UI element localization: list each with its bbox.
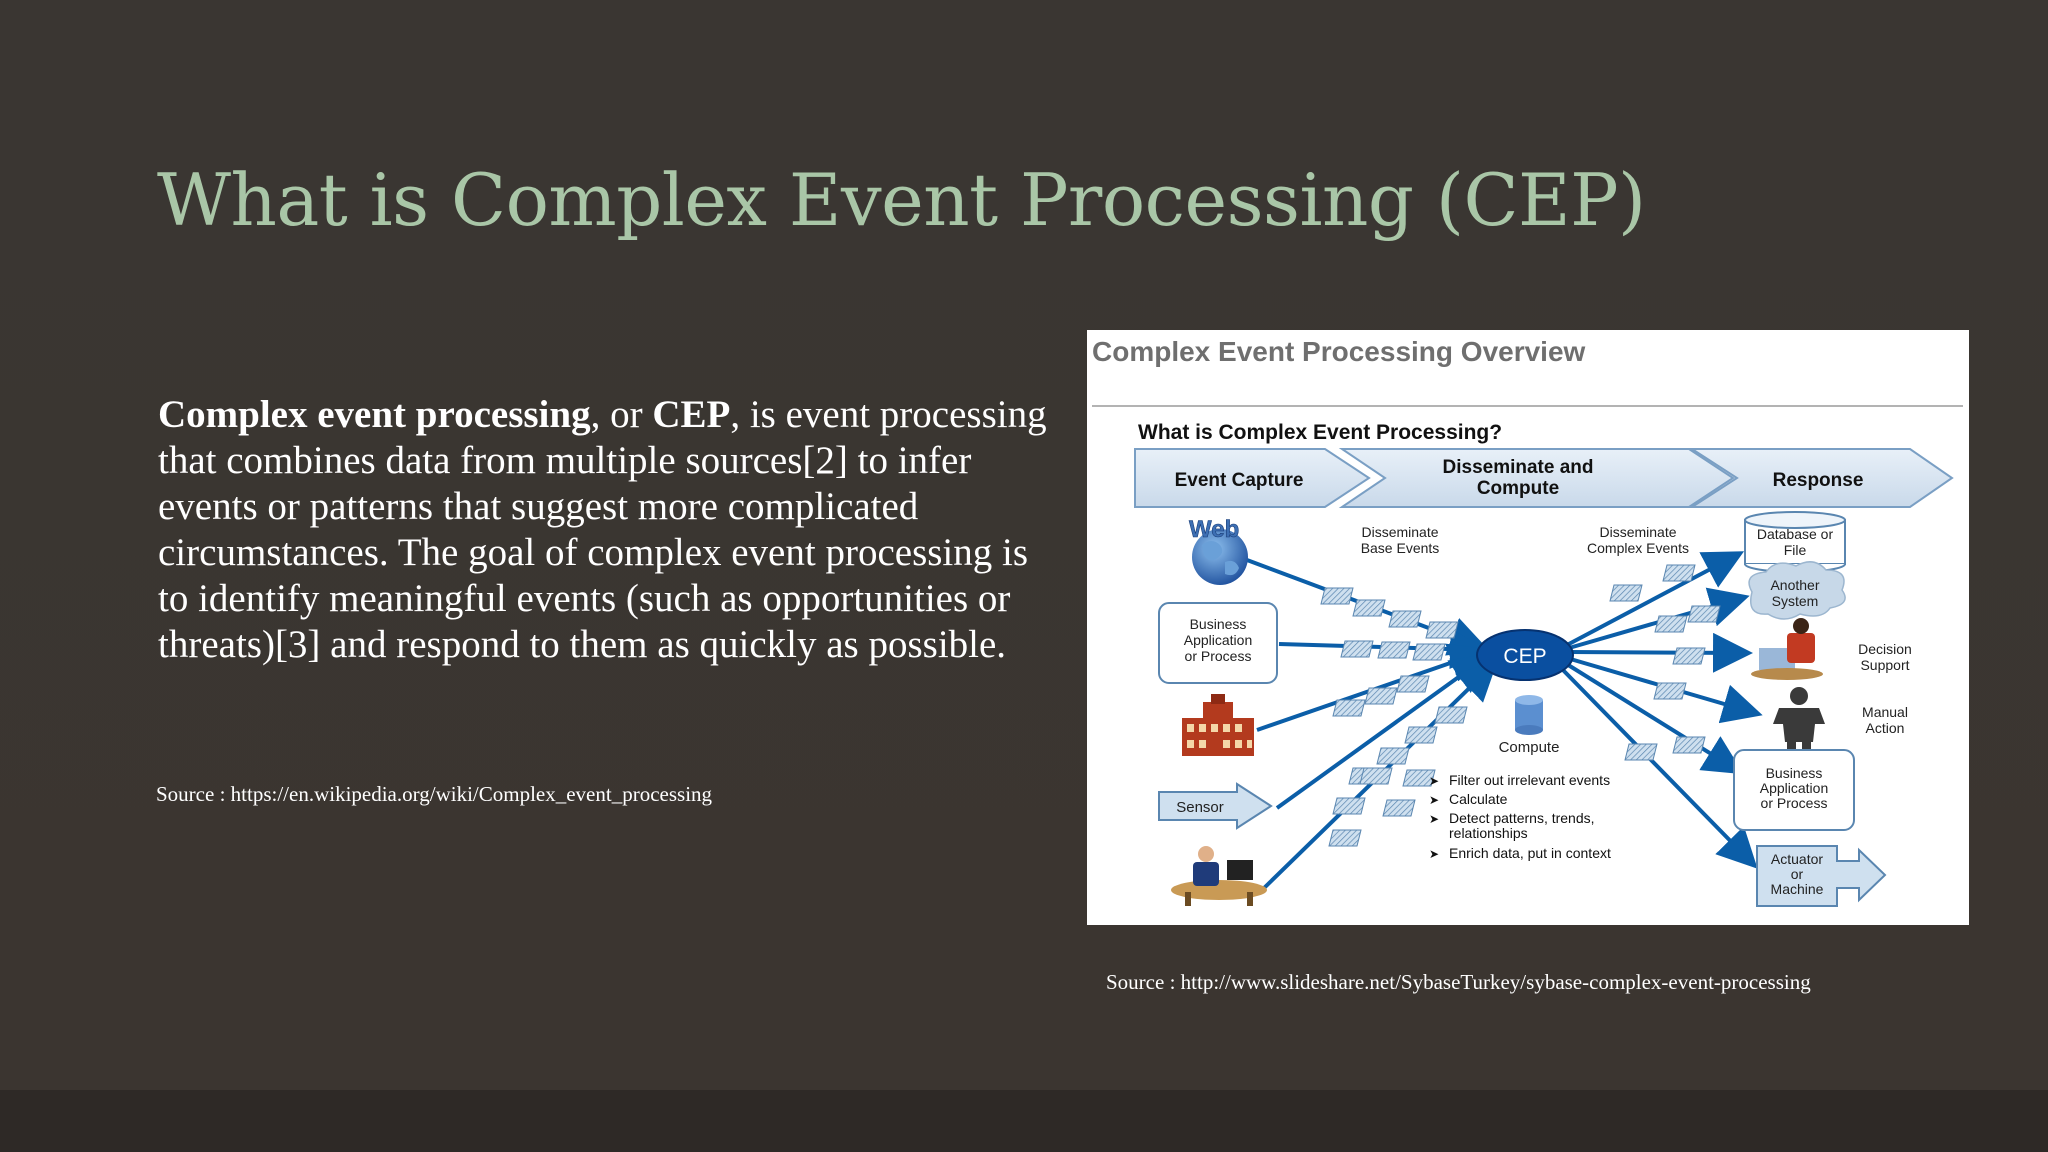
sensor-label: Sensor <box>1176 799 1224 816</box>
web-label: Web <box>1189 516 1239 543</box>
compute-item-1: Filter out irrelevant events <box>1449 772 1610 788</box>
slideshare-source: Source : http://www.slideshare.net/Sybas… <box>1106 970 1811 994</box>
db-line1: Database or <box>1757 526 1834 542</box>
database-or-file-icon <box>1744 511 1846 573</box>
cep-hub <box>1476 629 1574 681</box>
disseminate-base-line1: Disseminate <box>1361 524 1438 540</box>
term-complex-event-processing: Complex event processing <box>158 393 591 436</box>
decision-support-icon <box>1751 618 1823 680</box>
bap-left-line2: Application <box>1184 632 1253 648</box>
actuator-line1: Actuator <box>1771 851 1823 867</box>
bap-right-line1: Business <box>1766 765 1823 781</box>
decision-line1: Decision <box>1858 641 1912 657</box>
decision-line2: Support <box>1860 657 1909 673</box>
another-line1: Another <box>1770 577 1819 593</box>
cep-overview-diagram: Complex Event Processing Overview What i… <box>1087 330 1969 925</box>
body-separator: , or <box>590 393 653 436</box>
stage1-label: Event Capture <box>1175 470 1304 491</box>
bap-right-line3: or Process <box>1761 795 1828 811</box>
business-app-right <box>1733 749 1855 831</box>
manual-line2: Action <box>1866 720 1905 736</box>
wikipedia-source: Source : https://en.wikipedia.org/wiki/C… <box>156 782 713 806</box>
compute-item-2: Calculate <box>1449 791 1508 807</box>
stage3-label: Response <box>1773 470 1864 491</box>
stage2-label-line2: Compute <box>1477 478 1559 499</box>
compute-item-3: Detect patterns, trends, <box>1449 810 1595 826</box>
bap-left-line1: Business <box>1190 616 1247 632</box>
diagram-question: What is Complex Event Processing? <box>1138 421 1502 444</box>
compute-item-3b: relationships <box>1449 825 1528 841</box>
person-at-desk-icon <box>1171 846 1267 906</box>
actuator-line3: Machine <box>1771 881 1824 897</box>
compute-database-icon <box>1515 695 1543 735</box>
body-rest: , is event processing that combines data… <box>158 393 1047 666</box>
cep-label: CEP <box>1503 645 1546 668</box>
stage-disseminate-compute <box>1338 448 1735 508</box>
compute-bullet-arrow-3: ➤ <box>1429 812 1439 826</box>
compute-label: Compute <box>1499 739 1560 756</box>
sensor-box <box>1158 782 1273 830</box>
stage-event-capture <box>1134 448 1371 508</box>
disseminate-complex-line2: Complex Events <box>1587 540 1689 556</box>
bottom-bar <box>0 1090 2048 1152</box>
compute-item-4: Enrich data, put in context <box>1449 845 1611 861</box>
output-arrows <box>1559 551 1763 869</box>
globe-continents <box>1202 541 1239 576</box>
body-paragraph: Complex event processing, or CEP, is eve… <box>158 392 1058 668</box>
disseminate-complex-line1: Disseminate <box>1599 524 1676 540</box>
bap-left-line3: or Process <box>1185 648 1252 664</box>
slide-title: What is Complex Event Processing (CEP) <box>157 158 1646 242</box>
manual-action-icon <box>1773 687 1825 754</box>
actuator-line2: or <box>1791 866 1804 882</box>
actuator-box <box>1756 845 1887 907</box>
db-line2: File <box>1784 542 1807 558</box>
compute-bullet-arrow-4: ➤ <box>1429 847 1439 861</box>
another-line2: System <box>1772 593 1819 609</box>
compute-bullet-arrow-1: ➤ <box>1429 774 1439 788</box>
disseminate-base-line2: Base Events <box>1361 540 1440 556</box>
manual-line1: Manual <box>1862 704 1908 720</box>
business-app-left <box>1158 602 1278 684</box>
another-system-cloud <box>1748 561 1846 620</box>
term-cep: CEP <box>652 393 731 436</box>
stage2-label-line1: Disseminate and <box>1443 457 1594 478</box>
event-packets <box>1320 564 1721 847</box>
stage-response <box>1688 448 1954 508</box>
compute-bullet-arrow-2: ➤ <box>1429 793 1439 807</box>
diagram-heading: Complex Event Processing Overview <box>1092 336 1586 367</box>
building-icon <box>1182 694 1254 756</box>
bap-right-line2: Application <box>1760 780 1829 796</box>
